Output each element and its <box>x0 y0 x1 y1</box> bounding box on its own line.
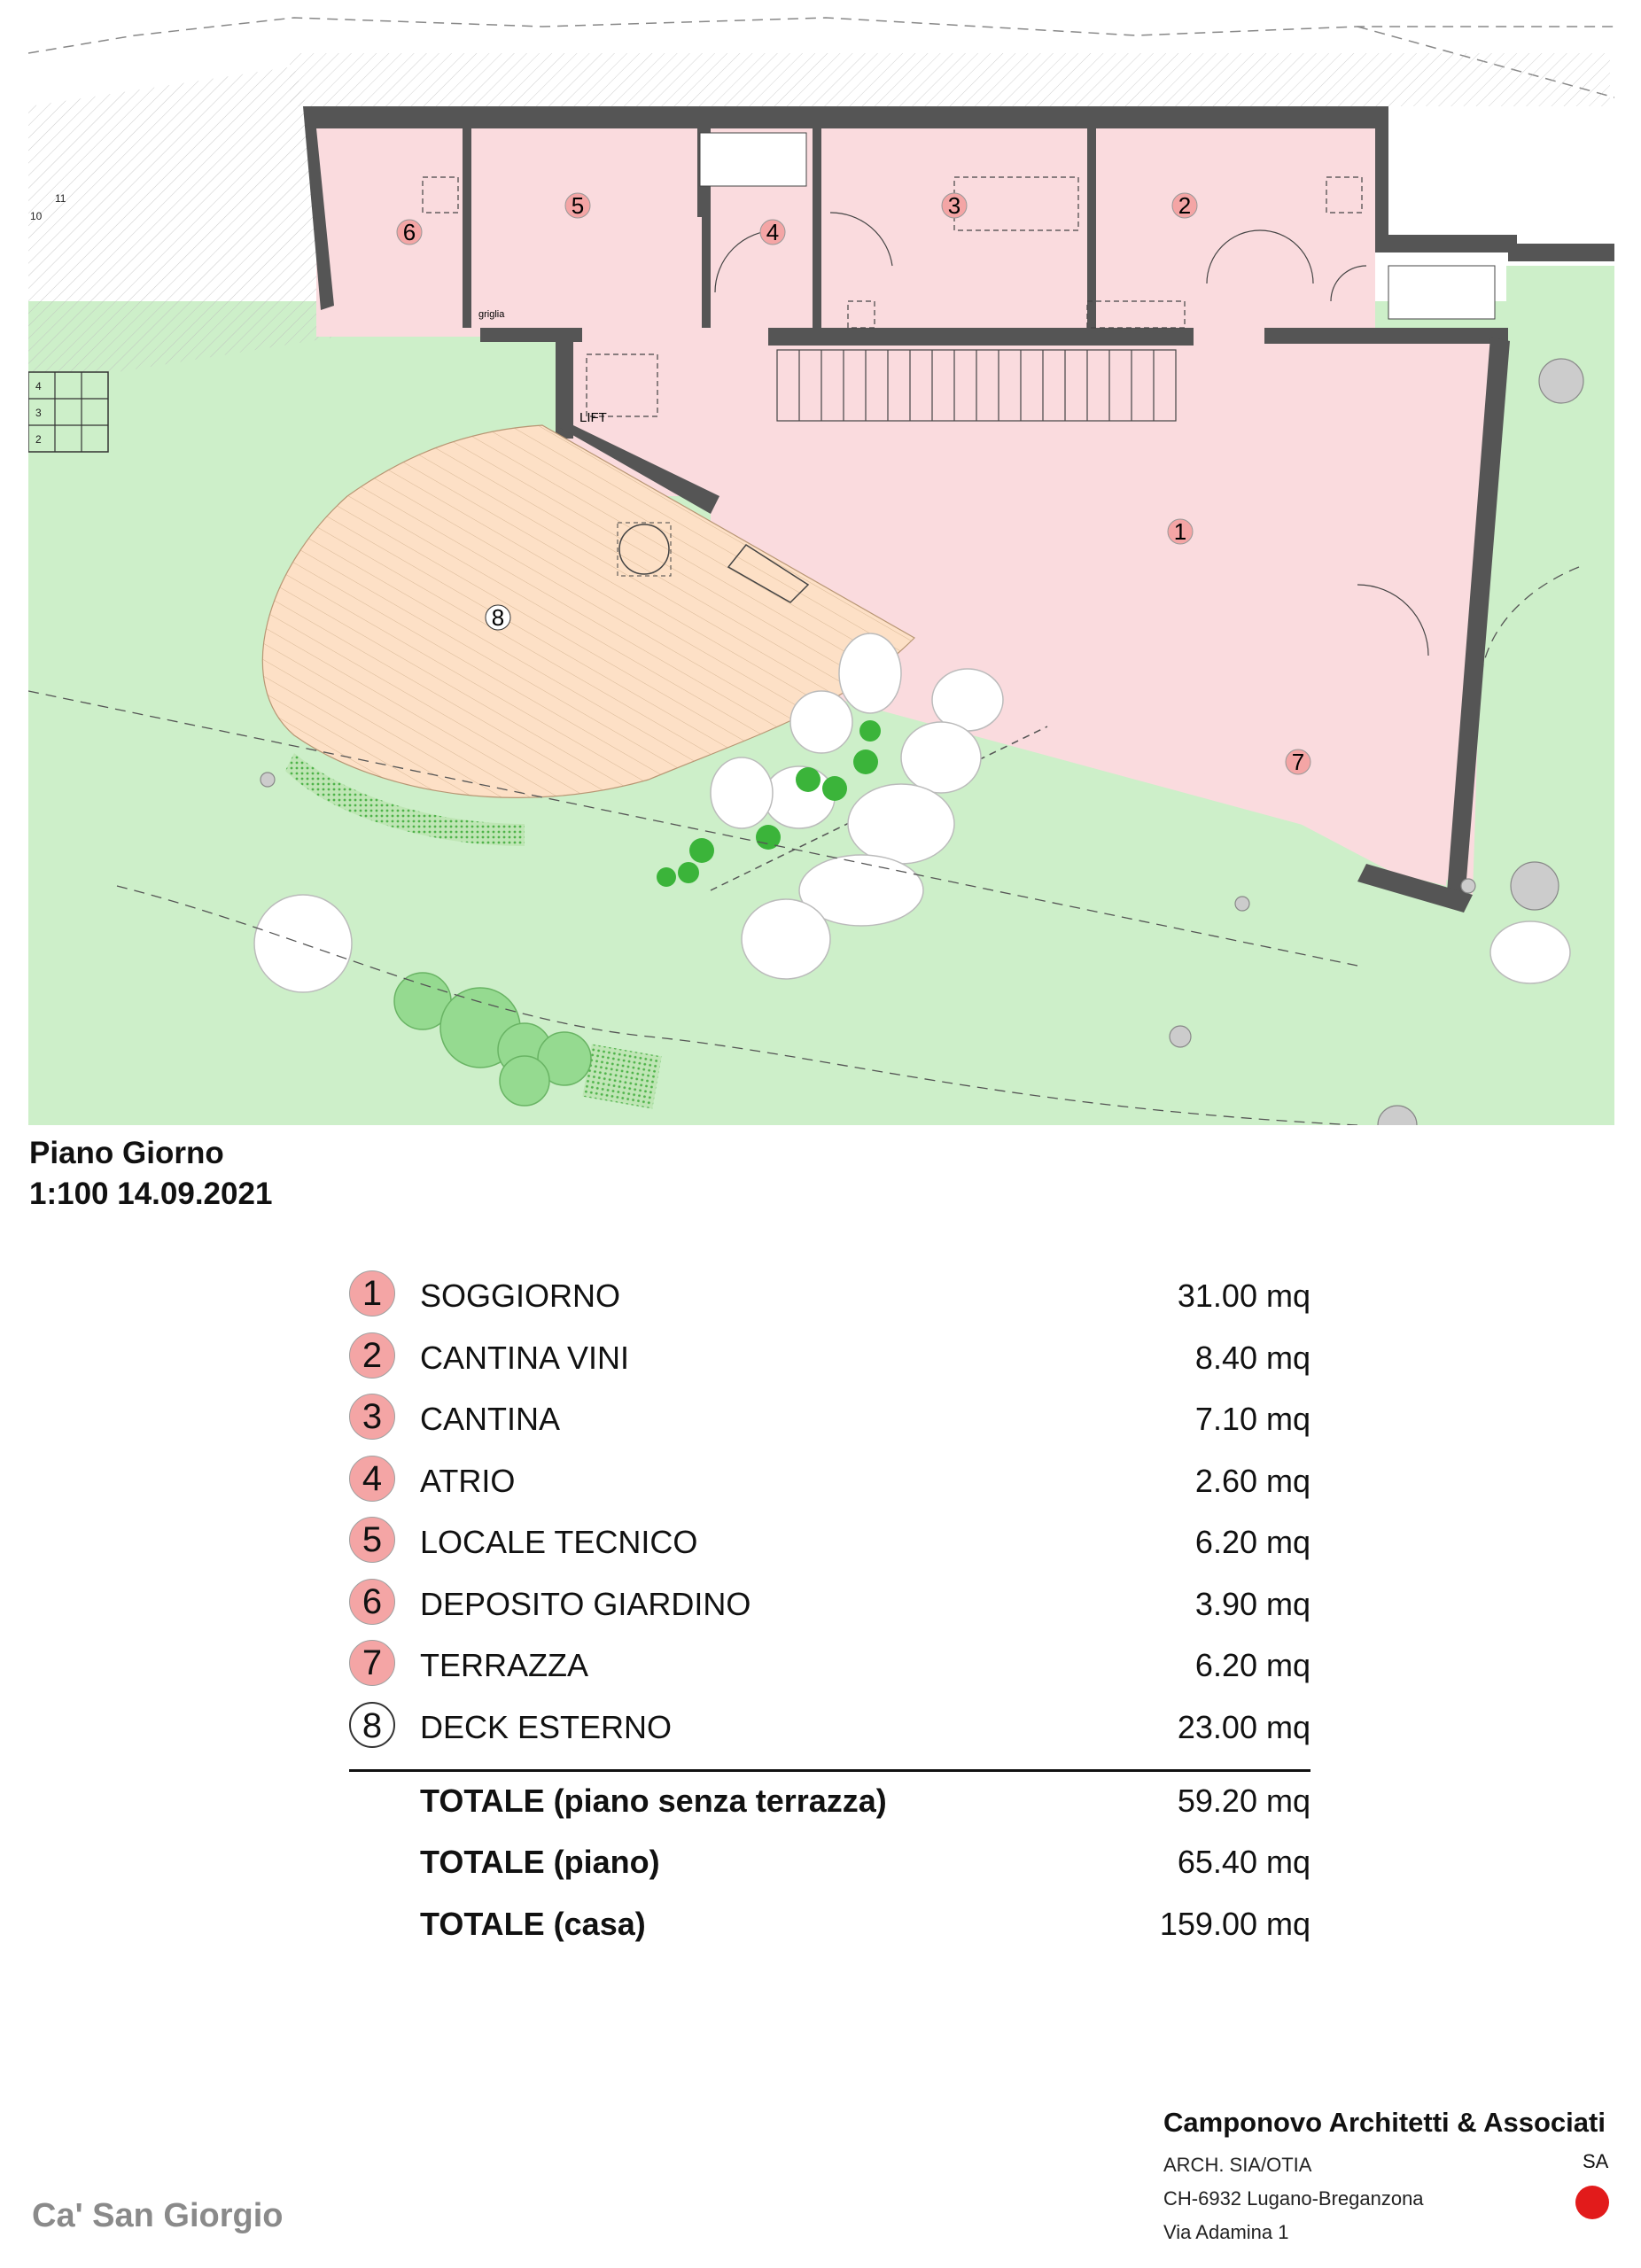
gravel-circles <box>260 358 1584 1125</box>
company-street: Via Adamina 1 <box>1163 2221 1289 2243</box>
totals-divider <box>349 1769 1310 1772</box>
room-name: TERRAZZA <box>420 1647 589 1683</box>
room-area: 31.00 mq <box>1177 1278 1310 1314</box>
walls <box>303 106 1614 913</box>
room-area: 3.90 mq <box>1194 1586 1310 1622</box>
hatched-retaining-wall <box>290 53 1610 106</box>
lift-label: LIFT <box>579 410 607 425</box>
legend-row: 1 SOGGIORNO 31.00 mq <box>349 1267 1310 1320</box>
room-name: CANTINA <box>420 1401 561 1437</box>
deck-table <box>618 524 670 575</box>
floor-plan-drawing: 4 3 2 11 10 <box>28 17 1614 1125</box>
room-name: DEPOSITO GIARDINO <box>420 1586 751 1622</box>
room-name: CANTINA VINI <box>420 1340 630 1376</box>
griglia-label: griglia <box>478 309 505 320</box>
room-number-markers: 1 2 3 4 5 6 7 8 <box>396 192 1311 775</box>
total-label: TOTALE (casa) <box>420 1906 646 1942</box>
stair-grid <box>28 371 109 453</box>
room-area: 6.20 mq <box>1194 1524 1310 1560</box>
room-number-badge: 8 <box>349 1702 395 1748</box>
hedge-small <box>582 1044 662 1109</box>
room-number-badge: 5 <box>349 1517 395 1563</box>
room-area: 2.60 mq <box>1194 1463 1310 1499</box>
company-city: CH-6932 Lugano-Breganzona <box>1163 2187 1424 2210</box>
svg-text:3: 3 <box>35 407 42 419</box>
svg-text:5: 5 <box>572 192 584 219</box>
trees <box>393 972 592 1107</box>
legend-row: 8 DECK ESTERNO 23.00 mq <box>349 1698 1310 1751</box>
room-area: 7.10 mq <box>1194 1401 1310 1437</box>
room-fill-upper <box>316 128 1375 337</box>
total-label: TOTALE (piano senza terrazza) <box>420 1783 887 1819</box>
property-boundary <box>28 17 1614 54</box>
plan-scale-date: 1:100 14.09.2021 <box>29 1177 273 1211</box>
total-row: TOTALE (piano) 65.40 mq <box>349 1833 1310 1886</box>
hedge <box>285 753 525 846</box>
window-box <box>699 132 807 187</box>
svg-text:1: 1 <box>1174 518 1186 545</box>
legend-row: 6 DEPOSITO GIARDINO 3.90 mq <box>349 1575 1310 1628</box>
total-row: TOTALE (casa) 159.00 mq <box>349 1895 1310 1948</box>
room-number-badge: 3 <box>349 1394 395 1440</box>
room-name: SOGGIORNO <box>420 1278 621 1314</box>
room-number-badge: 7 <box>349 1640 395 1686</box>
svg-text:3: 3 <box>948 192 960 219</box>
room-area: 8.40 mq <box>1194 1340 1310 1376</box>
red-dot-icon <box>1575 2186 1609 2219</box>
svg-text:8: 8 <box>492 604 504 631</box>
legend-row: 2 CANTINA VINI 8.40 mq <box>349 1329 1310 1382</box>
plan-title: Piano Giorno <box>29 1136 224 1170</box>
room-number-badge: 6 <box>349 1579 395 1625</box>
room-area: 6.20 mq <box>1194 1647 1310 1683</box>
room-name: ATRIO <box>420 1463 516 1499</box>
window-box-right <box>1388 265 1496 320</box>
company-name: Camponovo Architetti & Associati <box>1163 2107 1606 2138</box>
legend-row: 7 TERRAZZA 6.20 mq <box>349 1636 1310 1689</box>
room-name: LOCALE TECNICO <box>420 1524 698 1560</box>
room-area: 23.00 mq <box>1177 1709 1310 1745</box>
svg-text:2: 2 <box>35 433 42 446</box>
legend-row: 5 LOCALE TECNICO 6.20 mq <box>349 1513 1310 1566</box>
room-fill-lift <box>569 350 666 443</box>
room-fill-terrace <box>1056 691 1459 886</box>
svg-text:4: 4 <box>766 219 779 245</box>
total-value: 59.20 mq <box>1177 1783 1310 1819</box>
room-number-badge: 4 <box>349 1456 395 1502</box>
total-row: TOTALE (piano senza terrazza) 59.20 mq <box>349 1772 1310 1825</box>
legend-row: 3 CANTINA 7.10 mq <box>349 1390 1310 1443</box>
legend-row: 4 ATRIO 2.60 mq <box>349 1452 1310 1505</box>
deck-esterno <box>261 424 915 798</box>
room-number-badge: 2 <box>349 1332 395 1379</box>
company-suffix: SA <box>1583 2150 1609 2172</box>
room-name: DECK ESTERNO <box>420 1709 673 1745</box>
svg-text:11: 11 <box>55 192 66 205</box>
total-label: TOTALE (piano) <box>420 1844 660 1880</box>
plants <box>657 720 881 887</box>
svg-text:6: 6 <box>403 219 416 245</box>
stairs <box>776 349 1177 422</box>
garden-paths <box>28 566 1580 1125</box>
svg-text:2: 2 <box>1178 192 1191 219</box>
svg-text:7: 7 <box>1292 749 1304 775</box>
total-value: 159.00 mq <box>1159 1906 1310 1942</box>
hatched-terrain-left <box>28 66 338 372</box>
rocks <box>253 633 1571 993</box>
total-value: 65.40 mq <box>1177 1844 1310 1880</box>
svg-text:4: 4 <box>35 380 42 392</box>
project-name: Ca' San Giorgio <box>32 2197 284 2234</box>
svg-text:10: 10 <box>30 210 43 222</box>
company-title: ARCH. SIA/OTIA <box>1163 2154 1312 2176</box>
room-number-badge: 1 <box>349 1270 395 1317</box>
